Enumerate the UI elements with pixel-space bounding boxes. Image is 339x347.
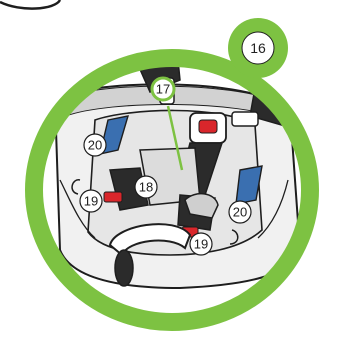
- callout-20-left-circle: [83, 133, 107, 157]
- buckle-release-button: [198, 119, 218, 134]
- callout-19-left-label: 19: [84, 194, 98, 209]
- callout-18-circle: [134, 175, 158, 199]
- bottom-wheel: [114, 249, 134, 287]
- callout-20-left-label: 20: [88, 138, 102, 153]
- previous-figure-outline: [0, 0, 62, 10]
- callout-19-bottom-circle: [189, 232, 213, 256]
- green-frame-ring: [25, 49, 319, 331]
- right-buckle-clip: [184, 193, 219, 219]
- callout-18-label: 18: [139, 180, 153, 195]
- left-lower-anchor-red: [103, 191, 123, 203]
- callout-16-label: 16: [250, 40, 266, 56]
- right-harness-tongue: [231, 111, 259, 127]
- callout-20-right-circle: [228, 200, 252, 224]
- callout-19-bottom-label: 19: [194, 237, 208, 252]
- callout-17-leader: [166, 105, 184, 171]
- callout-17-label: 17: [156, 82, 170, 97]
- right-lock-blue: [235, 165, 263, 205]
- callout-20-right-label: 20: [233, 205, 247, 220]
- bottom-handle-loop: [108, 223, 192, 257]
- callout-16-circle: [241, 31, 275, 65]
- callout-19-left-circle: [79, 189, 103, 213]
- callout-17-circle: [150, 76, 176, 102]
